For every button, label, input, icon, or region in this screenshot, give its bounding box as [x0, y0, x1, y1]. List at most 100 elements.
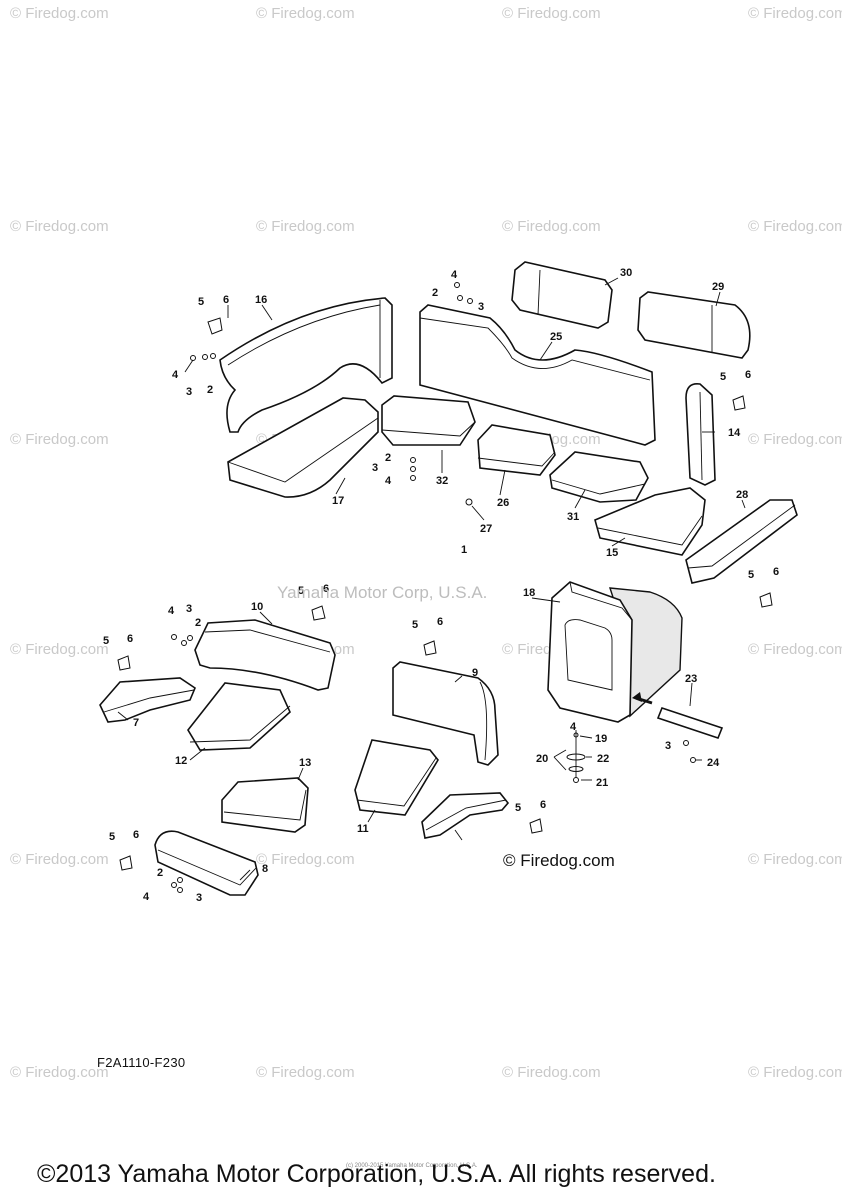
watermark: © Firedog.com	[256, 851, 355, 868]
part-25-backrest	[419, 304, 656, 446]
watermark: © Firedog.com	[502, 5, 601, 22]
part-11-cushion	[354, 739, 439, 816]
callout-23: 23	[685, 673, 697, 685]
callout-5: 5	[748, 569, 754, 581]
leader-lines	[117, 277, 746, 881]
watermark: © Firedog.com	[256, 1064, 355, 1081]
callout-2: 2	[385, 452, 391, 464]
callout-32: 32	[436, 475, 448, 487]
callout-4: 4	[451, 269, 458, 281]
part-7-pad	[99, 677, 196, 723]
callout-3: 3	[196, 892, 202, 904]
callout-2: 2	[195, 617, 201, 629]
watermark: © Firedog.com	[256, 218, 355, 235]
callout-13: 13	[299, 757, 311, 769]
callout-28: 28	[736, 489, 748, 501]
watermark: © Firedog.com	[10, 1064, 109, 1081]
part-30-pad	[511, 261, 613, 329]
callout-5: 5	[103, 635, 109, 647]
callout-6: 6	[540, 799, 546, 811]
part-31-cushion	[549, 451, 649, 503]
watermark: © Firedog.com	[502, 1064, 601, 1081]
callout-6: 6	[323, 583, 329, 595]
callout-5: 5	[198, 296, 204, 308]
callout-5: 5	[109, 831, 115, 843]
part-15-cushion	[594, 487, 706, 556]
callout-2: 2	[432, 287, 438, 299]
callout-5: 5	[720, 371, 726, 383]
callout-11: 11	[357, 823, 369, 835]
callout-22: 22	[597, 753, 609, 765]
part-14-pad	[685, 382, 716, 486]
callout-15: 15	[606, 547, 618, 559]
part-32-cushion	[381, 395, 476, 446]
callout-4: 4	[172, 369, 179, 381]
watermark: © Firedog.com	[10, 5, 109, 22]
part-23-bracket	[632, 692, 724, 739]
callout-24: 24	[707, 757, 720, 769]
part-code: F2A1110-F230	[97, 1055, 186, 1070]
callout-3: 3	[478, 301, 484, 313]
part-16-backrest	[219, 297, 393, 433]
watermark: © Firedog.com	[256, 5, 355, 22]
watermark: © Firedog.com	[748, 431, 842, 448]
part-1-pad	[421, 792, 510, 839]
part-28-bolster	[685, 499, 798, 584]
callout-3: 3	[372, 462, 378, 474]
callout-17: 17	[332, 495, 344, 507]
callout-5: 5	[412, 619, 418, 631]
callout-6: 6	[223, 294, 229, 306]
callout-3: 3	[665, 740, 671, 752]
callout-19: 19	[595, 733, 607, 745]
callout-27: 27	[480, 523, 492, 535]
callout-12: 12	[175, 755, 187, 767]
callout-4: 4	[168, 605, 175, 617]
callout-14: 14	[728, 427, 741, 439]
callout-5: 5	[515, 802, 521, 814]
callout-6: 6	[133, 829, 139, 841]
watermark: © Firedog.com	[748, 641, 842, 658]
callout-4: 4	[143, 891, 150, 903]
firedog-mark: © Firedog.com	[503, 851, 615, 870]
callout-3: 3	[186, 386, 192, 398]
callout-4: 4	[570, 721, 577, 733]
callout-16: 16	[255, 294, 267, 306]
callout-6: 6	[437, 616, 443, 628]
callout-25: 25	[550, 331, 562, 343]
copyright-footer: ©2013 Yamaha Motor Corporation, U.S.A. A…	[37, 1160, 716, 1188]
part-18-seat-box	[547, 581, 683, 723]
callout-20: 20	[536, 753, 548, 765]
watermark: © Firedog.com	[10, 431, 109, 448]
part-12-cushion	[187, 682, 291, 751]
part-9-backrest	[392, 661, 499, 766]
callout-18: 18	[523, 587, 535, 599]
callout-10: 10	[251, 601, 263, 613]
callout-26: 26	[497, 497, 509, 509]
watermark: © Firedog.com	[502, 218, 601, 235]
watermark: © Firedog.com	[748, 851, 842, 868]
watermark: © Firedog.com	[748, 1064, 842, 1081]
callout-31: 31	[567, 511, 579, 523]
watermark: © Firedog.com	[748, 5, 842, 22]
tiny-copyright: (c) 2000-2015 Yamaha Motor Corporation, …	[346, 1163, 478, 1169]
part-29-pad	[637, 291, 751, 359]
watermark: © Firedog.com	[10, 641, 109, 658]
callout-4: 4	[385, 475, 392, 487]
part-26-cushion	[477, 424, 556, 476]
callout-8: 8	[262, 863, 268, 875]
part-10-backrest	[194, 619, 336, 691]
callout-5: 5	[298, 585, 304, 597]
part-13-cushion	[221, 777, 309, 833]
clip-hardware	[117, 317, 773, 871]
watermark: © Firedog.com	[10, 851, 109, 868]
callout-labels: 1 16 5 6 4 3 2 4 2 3 30 29 25 5 6 14 2 3…	[103, 267, 779, 904]
callout-6: 6	[773, 566, 779, 578]
callout-6: 6	[745, 369, 751, 381]
callout-3: 3	[186, 603, 192, 615]
callout-2: 2	[207, 384, 213, 396]
watermark: © Firedog.com	[10, 218, 109, 235]
callout-6: 6	[127, 633, 133, 645]
callout-2: 2	[157, 867, 163, 879]
watermark: © Firedog.com	[748, 218, 842, 235]
